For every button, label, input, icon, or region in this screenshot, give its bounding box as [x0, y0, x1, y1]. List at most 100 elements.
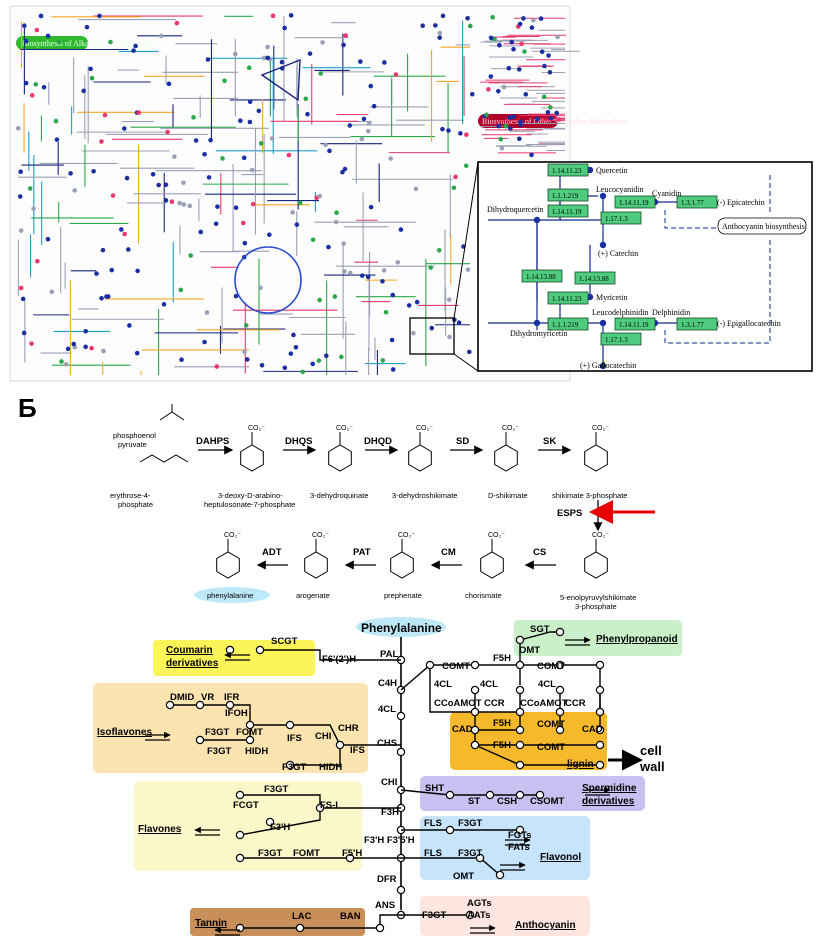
kegg-compound-dot	[53, 118, 59, 124]
kegg-compound-dot	[102, 112, 108, 118]
kegg-compound-dot	[305, 111, 310, 117]
ec-number-box	[614, 317, 656, 331]
kegg-compound-dot	[65, 346, 71, 352]
kegg-compound-dot	[542, 63, 547, 69]
kegg-compound-dot	[294, 222, 300, 227]
kegg-compound-dot	[339, 354, 344, 360]
kegg-compound-dot	[484, 112, 489, 118]
kegg-compound-dot	[213, 221, 219, 227]
compound-group-label: CO₂⁻	[502, 425, 519, 432]
kegg-compound-dot	[220, 156, 225, 161]
pathway-node	[195, 700, 205, 710]
lignin-enzyme-label: CCR	[484, 698, 505, 709]
kegg-compound-dot	[45, 236, 51, 242]
flavonol-enzyme: OMT	[453, 871, 474, 882]
pathway-node	[515, 685, 525, 695]
phenylpropanoid-enzyme: SGT	[530, 624, 550, 635]
compound-ring	[328, 444, 352, 472]
pathway-node	[485, 790, 495, 800]
kegg-compound-dot	[181, 202, 187, 207]
kegg-compound-dot	[71, 341, 77, 347]
kegg-compound-dot	[241, 155, 247, 161]
kegg-compound-dot	[282, 25, 287, 31]
kegg-compound-dot	[358, 59, 363, 64]
compound-s3p: shikimate 3-phosphate	[552, 491, 627, 500]
pathway-node	[345, 853, 355, 863]
kegg-compound-dot	[381, 268, 387, 273]
isoflavones-enzyme: FOMT	[236, 727, 263, 738]
ec-number-box	[521, 269, 563, 283]
isoflavones-enzyme: IFR	[224, 692, 239, 703]
pathway-node	[165, 700, 175, 710]
pathway-node	[515, 725, 525, 735]
pathway-node	[595, 760, 605, 770]
kegg-compound-dot	[261, 55, 267, 61]
kegg-compound-dot	[498, 136, 504, 142]
kegg-compound-dot	[83, 328, 88, 334]
inset-epigallocatechin: (-) Epigallocatechin	[717, 319, 781, 328]
spermidine-enzyme: CSOMT	[530, 796, 565, 807]
enzyme-4cl-main: 4CL	[378, 704, 396, 715]
compound-ring	[390, 551, 414, 579]
enzyme-dhqs: DHQS	[285, 436, 312, 447]
kegg-compound-dot	[204, 310, 210, 315]
kegg-compound-dot	[307, 51, 313, 56]
ec-number-box	[574, 271, 616, 285]
pathway-node	[595, 660, 605, 670]
ec-number-label: 1.17.1.3	[605, 336, 628, 344]
kegg-compound-dot	[464, 132, 469, 138]
lignin-enzyme-label: F5H	[493, 653, 511, 664]
kegg-compound-dot	[18, 169, 23, 174]
kegg-compound-dot	[499, 145, 505, 151]
kegg-compound-dot	[265, 55, 270, 61]
kegg-compound-dot	[269, 136, 275, 141]
isoflavones-enzyme: F3GT	[207, 746, 231, 757]
pathway-node	[470, 660, 480, 670]
pathway-node	[445, 790, 455, 800]
flavonol-enzyme: FGTs	[508, 830, 532, 841]
enzyme-chs: CHS	[377, 738, 397, 749]
pathway-node	[235, 853, 245, 863]
spermidine-enzyme: CSH	[497, 796, 517, 807]
kegg-compound-dot	[390, 367, 396, 372]
kegg-compound-dot	[291, 332, 296, 338]
kegg-compound-dot	[174, 20, 180, 26]
pathway-node	[555, 627, 565, 637]
kegg-compound-dot	[310, 237, 316, 243]
kegg-compound-dot	[516, 67, 522, 72]
kegg-compound-dot	[166, 81, 172, 87]
kegg-compound-dot	[380, 358, 386, 363]
pathway-node	[515, 760, 525, 770]
enzyme-pat: PAT	[353, 547, 371, 558]
ec-number-box	[547, 163, 589, 177]
kegg-compound-dot	[300, 369, 306, 375]
ec-number-box	[547, 291, 589, 305]
tannin-enzyme: BAN	[340, 911, 361, 922]
pathway-node	[555, 660, 565, 670]
kegg-compound-dot	[383, 309, 389, 315]
kegg-map: Biosynthesis of Alkaloids and Flavonoids…	[9, 5, 627, 382]
kegg-compound-dot	[519, 41, 524, 47]
pathway-node	[515, 740, 525, 750]
kegg-compound-dot	[486, 87, 491, 92]
compound-ring	[304, 551, 328, 579]
kegg-compound-dot	[503, 124, 509, 129]
isoflavones-enzyme: CHR	[338, 723, 359, 734]
pathway-node	[555, 725, 565, 735]
kegg-compound-dot	[310, 361, 316, 367]
kegg-compound-dot	[529, 25, 535, 30]
enzyme-f3h-f35h: F3'H F3'5'H	[364, 835, 415, 846]
pathway-node	[396, 747, 406, 757]
kegg-compound-dot	[436, 247, 442, 253]
ec-number-label: 1.3.1.77	[681, 199, 704, 207]
kegg-compound-dot	[89, 345, 94, 351]
kegg-compound-dot	[447, 334, 452, 340]
lignin-enzyme-label: COMT	[537, 742, 565, 753]
kegg-compound-dot	[68, 171, 73, 176]
pathway-node	[235, 790, 245, 800]
kegg-compound-dot	[54, 137, 60, 142]
kegg-compound-dot	[509, 39, 515, 45]
e4p-structure	[139, 454, 189, 463]
kegg-compound-dot	[517, 136, 522, 142]
